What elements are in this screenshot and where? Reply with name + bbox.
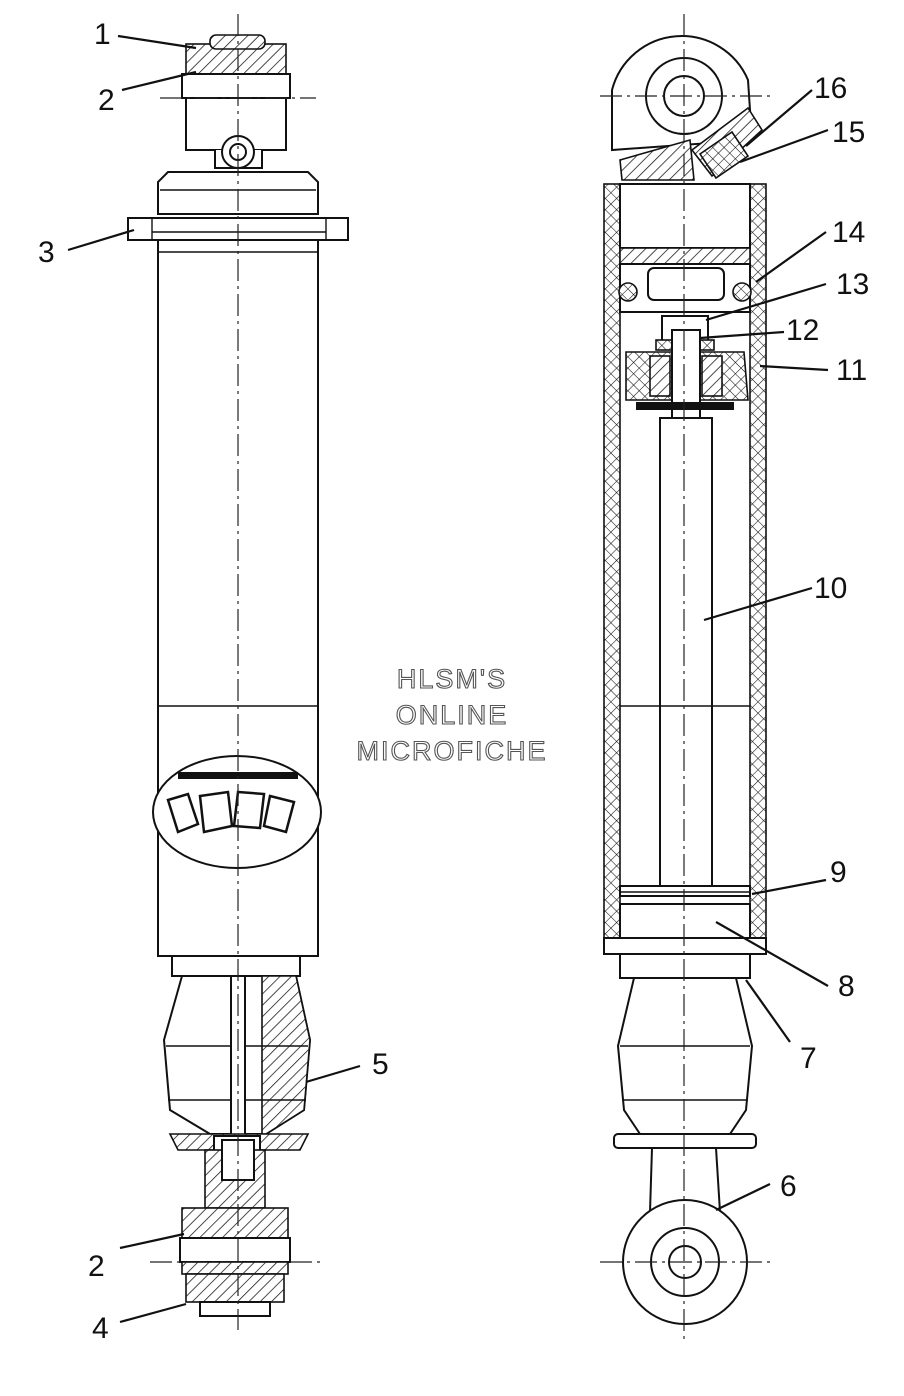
callout-16: 16 — [814, 72, 847, 105]
bump-stop-right — [616, 977, 754, 1135]
lower-spacer — [181, 1261, 289, 1275]
shim-stack-left — [649, 355, 671, 397]
o-ring-right — [732, 282, 752, 302]
watermark: HLSM'S ONLINE MICROFICHE — [356, 663, 548, 766]
valve-core — [698, 130, 750, 180]
left-shock-exterior — [127, 14, 349, 1330]
outer-tube-wall-right — [749, 183, 767, 939]
shim-stack-right — [701, 355, 723, 397]
callout-numbers: 1 2 3 2 4 5 6 7 8 9 10 11 12 13 14 15 16 — [38, 18, 869, 1345]
decal-lettering — [166, 790, 296, 834]
top-eye-sleeve — [181, 73, 291, 99]
callout-2-top: 2 — [98, 84, 115, 117]
lower-washer-right — [613, 1133, 757, 1149]
callout-3: 3 — [38, 236, 55, 269]
callout-14: 14 — [832, 216, 865, 249]
callout-8: 8 — [838, 970, 855, 1003]
bump-stop-section — [261, 975, 311, 1135]
o-ring-left — [618, 282, 638, 302]
callout-10: 10 — [814, 572, 847, 605]
watermark-line-3: MICROFICHE — [357, 736, 548, 766]
callout-7: 7 — [800, 1042, 817, 1075]
outer-tube-wall-left — [603, 183, 621, 939]
callout-2-bottom: 2 — [88, 1250, 105, 1283]
floating-piston-top — [619, 247, 751, 265]
body-end-cap — [603, 937, 767, 955]
callout-5: 5 — [372, 1048, 389, 1081]
callout-4: 4 — [92, 1312, 109, 1345]
callout-11: 11 — [836, 354, 867, 387]
callout-9: 9 — [830, 856, 847, 889]
lower-collar — [171, 955, 301, 977]
watermark-line-1: HLSM'S — [397, 664, 507, 694]
piston-shaft — [659, 417, 713, 887]
gas-chamber — [619, 183, 751, 249]
callout-13: 13 — [836, 268, 869, 301]
lower-bushing — [181, 1207, 289, 1239]
lower-collar-right — [619, 953, 751, 979]
lower-eye-sleeve — [179, 1237, 291, 1263]
floating-piston-cup — [647, 267, 725, 301]
right-shock-section — [600, 14, 772, 1340]
seal-head — [619, 903, 751, 939]
decal-bar — [178, 772, 298, 779]
piston-band — [636, 402, 734, 410]
callout-6: 6 — [780, 1170, 797, 1203]
lower-cap — [199, 1301, 271, 1317]
seal-ring — [619, 885, 751, 897]
valve-port — [619, 138, 695, 181]
lower-bushing-bottom — [185, 1273, 285, 1303]
watermark-line-2: ONLINE — [396, 700, 509, 730]
leader-lines — [67, 34, 829, 1324]
callout-12: 12 — [786, 314, 819, 347]
callout-15: 15 — [832, 116, 865, 149]
callout-1: 1 — [94, 18, 111, 51]
